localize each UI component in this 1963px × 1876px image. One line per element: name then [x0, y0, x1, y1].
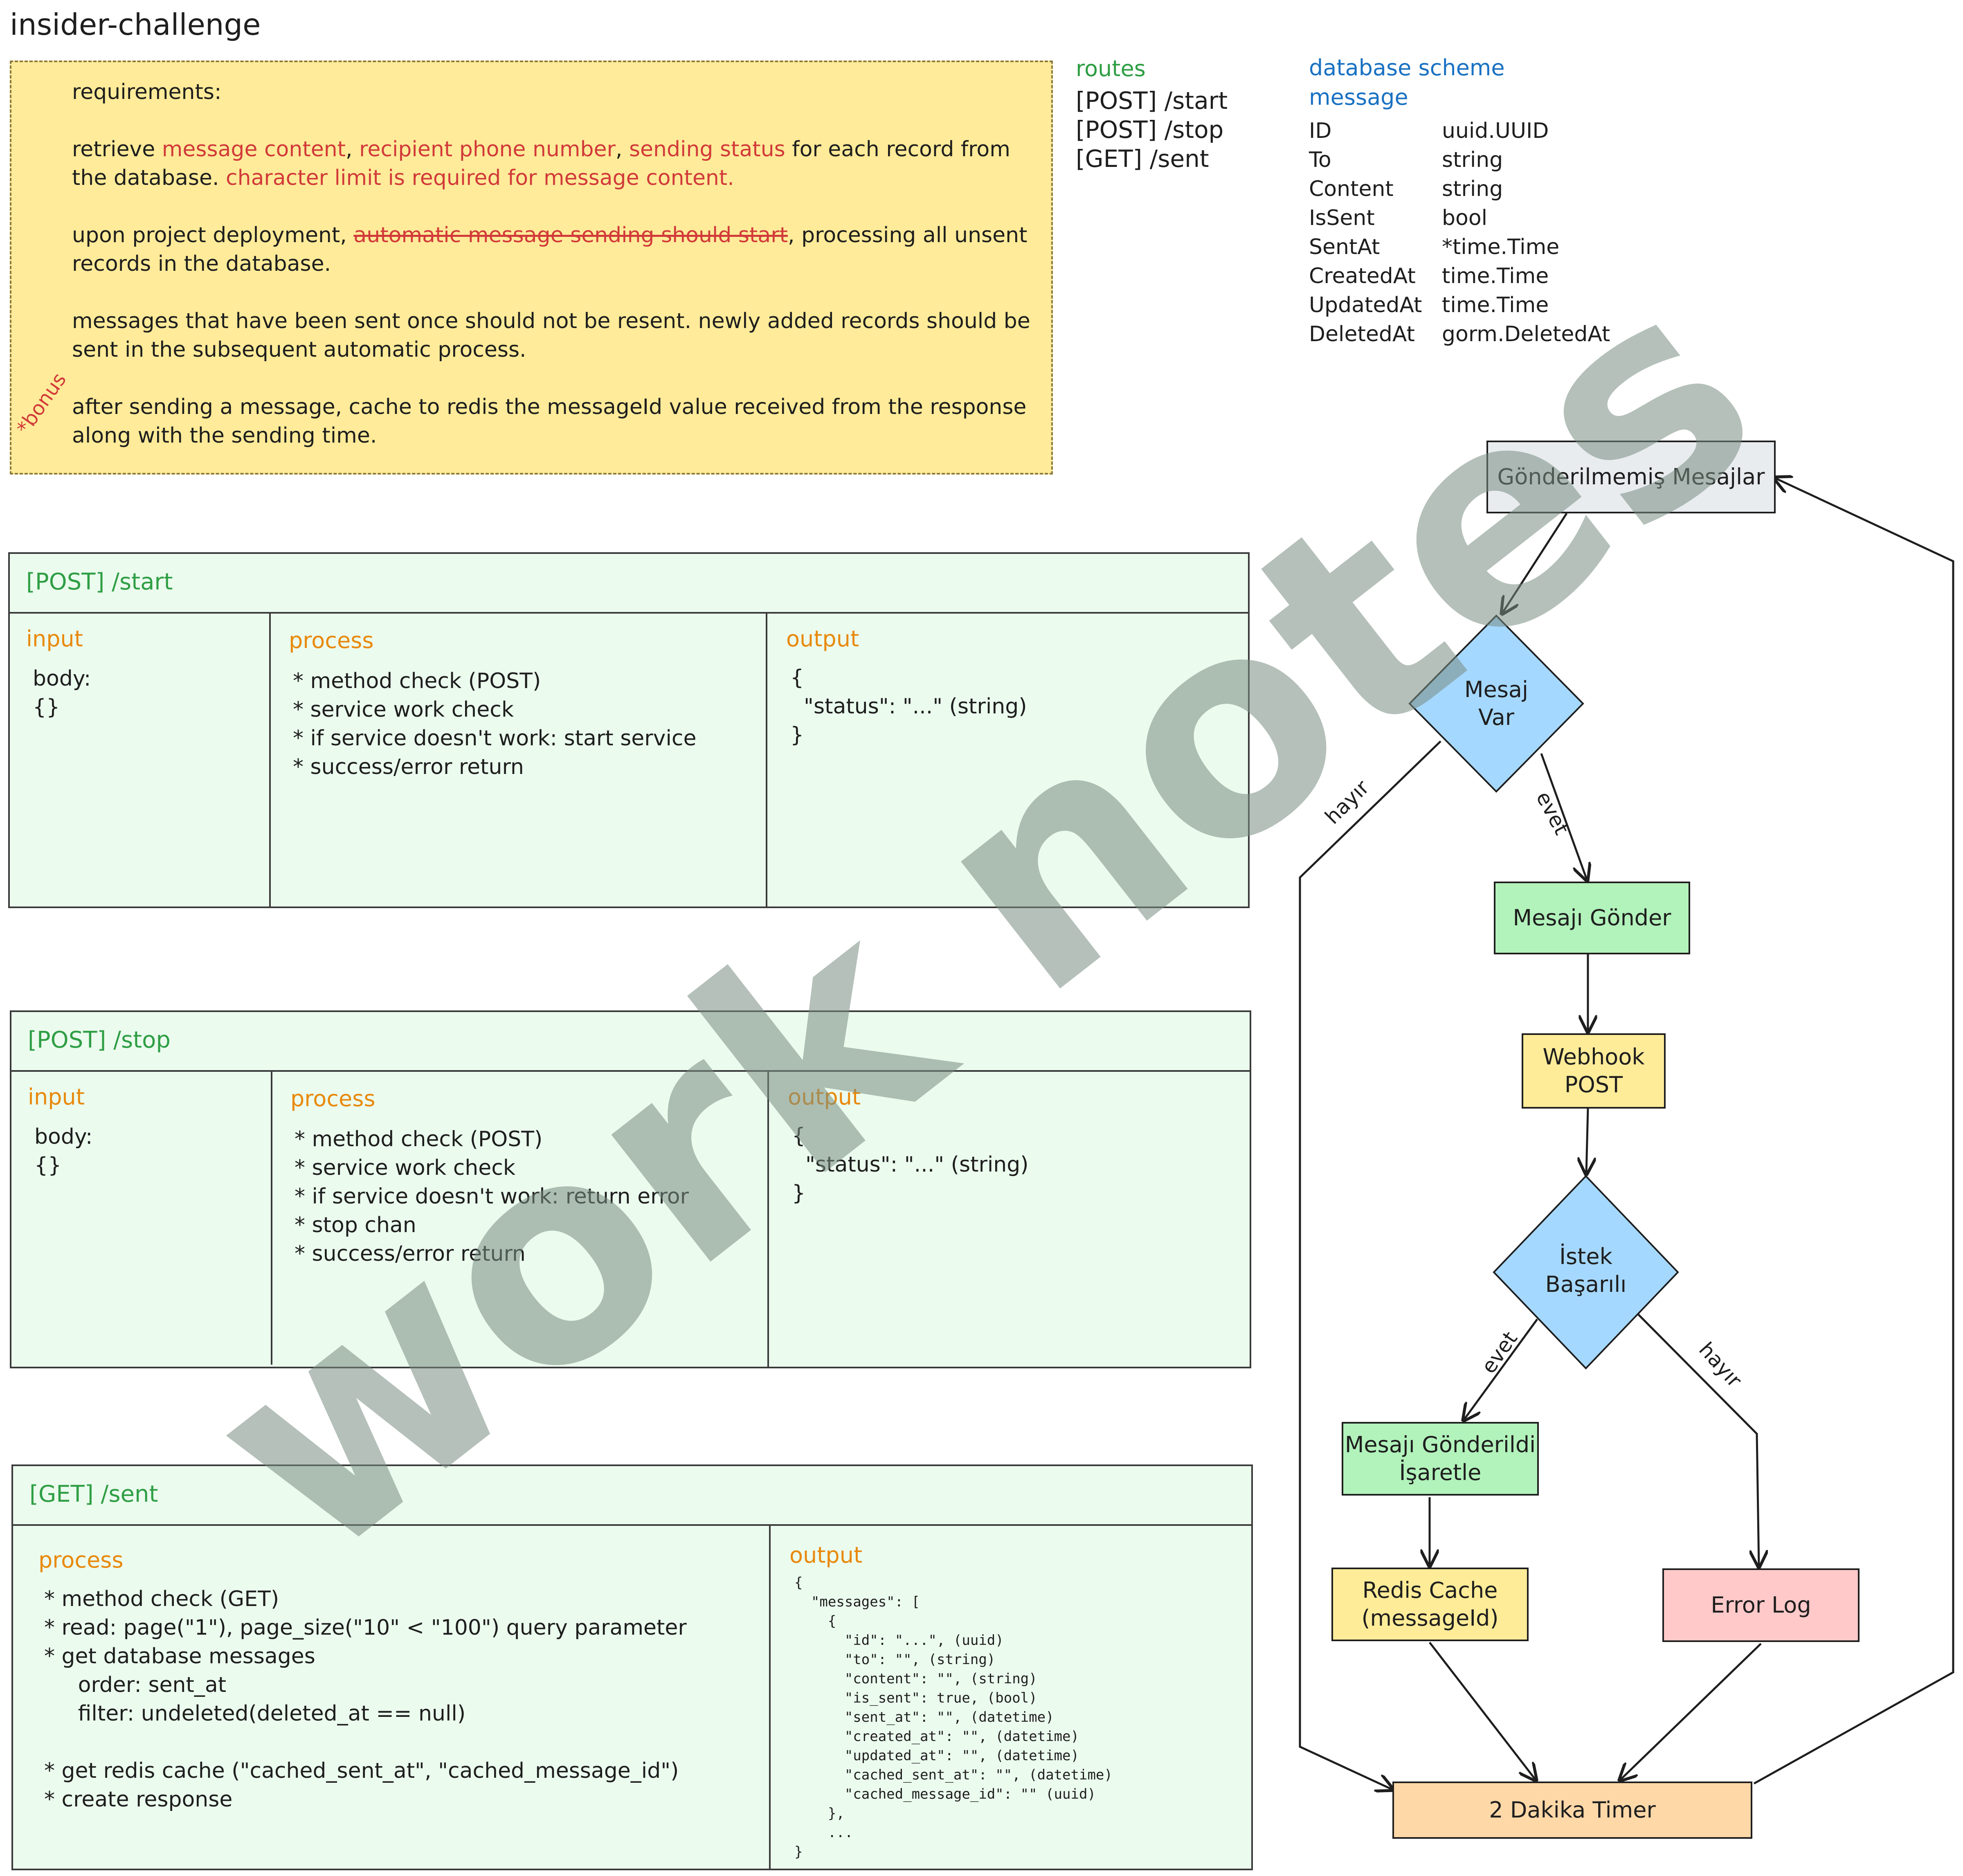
route-stop: [POST] /stop — [1076, 116, 1224, 144]
divider — [269, 612, 271, 907]
route-sent: [GET] /sent — [1076, 145, 1209, 173]
db-field-name: SentAt — [1309, 235, 1380, 259]
db-field-type: string — [1442, 177, 1503, 201]
edge-error-to-timer — [1620, 1643, 1762, 1780]
has-message-diamond — [1408, 614, 1584, 793]
edge-webhook-to-success — [1586, 1108, 1588, 1174]
unsent-messages-node: Gönderilmemiş Mesajlar — [1486, 441, 1776, 513]
requirements-note: requirements: retrieve message content, … — [10, 61, 1053, 475]
edge-redis-to-timer — [1429, 1642, 1536, 1780]
requirements-p4: after sending a message, cache to redis … — [72, 395, 1027, 448]
start-input-body: body: {} — [33, 666, 91, 720]
routes-heading: routes — [1076, 56, 1146, 81]
requirements-p2: upon project deployment, automatic messa… — [72, 223, 1028, 276]
db-table-name: message — [1309, 84, 1408, 110]
db-field-type: *time.Time — [1442, 235, 1560, 259]
start-panel-title: [POST] /start — [26, 569, 173, 595]
db-field-type: time.Time — [1442, 293, 1549, 317]
db-field-name: CreatedAt — [1309, 264, 1416, 288]
sent-panel-title: [GET] /sent — [29, 1481, 158, 1507]
divider — [271, 1070, 272, 1365]
edge-timer-to-unsent — [1753, 478, 1954, 1785]
sent-process-body: * method check (GET) * read: page("1"), … — [44, 1587, 687, 1812]
edge-unsent-to-decision — [1502, 513, 1568, 614]
stop-output-body: { "status": "..." (string) } — [792, 1124, 1029, 1206]
edge-decision-yes-send — [1540, 753, 1587, 880]
divider — [766, 612, 767, 907]
db-field-name: IsSent — [1309, 206, 1375, 230]
has-message-label: Mesaj Var — [1464, 677, 1529, 730]
page-title: insider-challenge — [10, 7, 261, 42]
stop-input-heading: input — [28, 1084, 85, 1110]
sent-panel: [GET] /sent process * method check (GET)… — [11, 1464, 1253, 1870]
db-field-name: UpdatedAt — [1309, 293, 1422, 317]
db-field-type: bool — [1442, 206, 1488, 230]
route-start: [POST] /start — [1076, 87, 1228, 115]
db-heading: database scheme — [1309, 55, 1505, 81]
sent-output-body: { "messages": [ { "id": "...", (uuid) "t… — [794, 1575, 1113, 1860]
divider — [767, 1070, 769, 1367]
stop-output-heading: output — [788, 1084, 861, 1110]
sent-output-heading: output — [789, 1542, 863, 1568]
stop-input-body: body: {} — [34, 1125, 93, 1178]
requirements-text: requirements: retrieve message content, … — [72, 78, 1046, 450]
edge-success-no-error — [1636, 1312, 1759, 1567]
stop-panel: [POST] /stop input body: {} process * me… — [10, 1010, 1251, 1368]
start-output-body: { "status": "..." (string) } — [790, 666, 1027, 747]
db-field-name: ID — [1309, 119, 1332, 143]
stop-panel-title: [POST] /stop — [28, 1027, 171, 1053]
requirements-p1: retrieve message content, recipient phon… — [72, 137, 1010, 190]
divider — [10, 612, 1248, 614]
requirements-heading: requirements: — [72, 80, 222, 104]
divider — [13, 1524, 1251, 1526]
success-label: İstek Başarılı — [1545, 1244, 1627, 1297]
stop-process-heading: process — [290, 1086, 376, 1111]
start-process-heading: process — [289, 628, 374, 653]
db-field-type: string — [1442, 148, 1503, 172]
edge-success-yes-mark — [1464, 1318, 1538, 1420]
send-message-node: Mesajı Gönder — [1494, 882, 1690, 954]
mark-sent-node: Mesajı Gönderildi İşaretle — [1342, 1422, 1539, 1496]
db-field-type: gorm.DeletedAt — [1442, 322, 1610, 346]
edge-decision-no-timer — [1299, 740, 1441, 1790]
start-output-heading: output — [786, 626, 859, 652]
db-field-name: To — [1309, 148, 1331, 172]
db-field-name: DeletedAt — [1309, 322, 1415, 346]
error-log-node: Error Log — [1662, 1568, 1860, 1642]
redis-cache-node: Redis Cache (messageId) — [1331, 1568, 1529, 1641]
webhook-node: Webhook POST — [1522, 1033, 1666, 1109]
success-diamond — [1493, 1175, 1679, 1370]
db-field-name: Content — [1309, 177, 1394, 201]
start-panel: [POST] /start input body: {} process * m… — [8, 552, 1250, 908]
start-process-body: * method check (POST) * service work che… — [293, 669, 697, 779]
requirements-p3: messages that have been sent once should… — [72, 309, 1030, 362]
stop-process-body: * method check (POST) * service work che… — [295, 1127, 689, 1266]
timer-node: 2 Dakika Timer — [1392, 1782, 1752, 1839]
divider — [11, 1070, 1250, 1072]
sent-process-heading: process — [38, 1547, 124, 1573]
db-field-type: uuid.UUID — [1442, 119, 1549, 143]
divider — [769, 1524, 771, 1869]
db-field-type: time.Time — [1442, 264, 1549, 288]
start-input-heading: input — [26, 626, 83, 652]
